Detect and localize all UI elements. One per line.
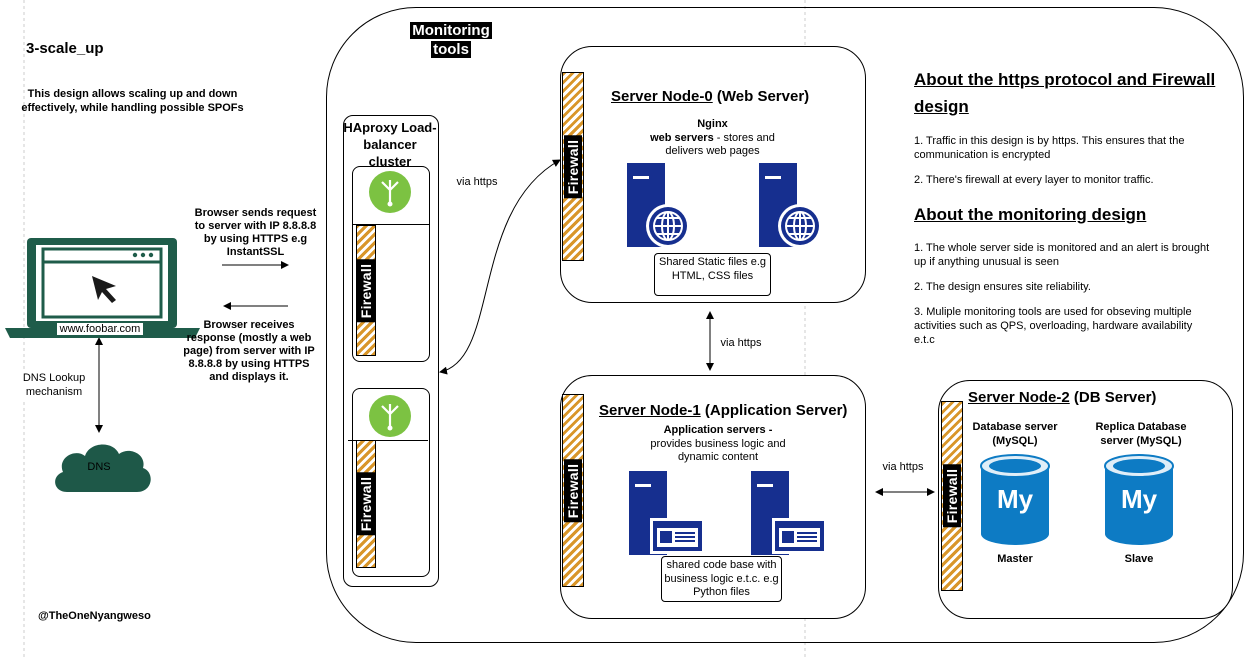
slave-label: Slave xyxy=(1124,553,1154,565)
app-node-title-rest: (Application Server) xyxy=(704,402,848,419)
cloud-icon xyxy=(49,434,155,507)
app-desc-rest: provides business logic and dynamic cont… xyxy=(650,437,786,464)
server-icon xyxy=(626,162,696,255)
load-balancer-icon xyxy=(368,394,412,443)
via-https-label: via https xyxy=(720,337,762,349)
firewall-label: Firewall xyxy=(564,135,582,198)
dns-label: DNS xyxy=(87,461,111,473)
web-desc-title: Nginx xyxy=(697,118,728,130)
app-desc-bold: Application servers - xyxy=(663,424,773,436)
page-subtitle: This design allows scaling up and down e… xyxy=(21,88,244,114)
lb-web-arrow xyxy=(439,159,561,375)
web-shared-files: Shared Static files e.g HTML, CSS files xyxy=(654,253,771,296)
divider xyxy=(352,224,430,225)
server-icon xyxy=(628,470,708,563)
monitoring-tools-label: Monitoring tools xyxy=(406,21,496,59)
app-shared-code: shared code base with business logic e.t… xyxy=(661,556,782,602)
app-node-desc: Application servers - provides business … xyxy=(643,424,793,465)
https-point-2: 2. There's firewall at every layer to mo… xyxy=(914,174,1154,186)
firewall-label: Firewall xyxy=(564,459,582,522)
firewall-app: Firewall xyxy=(562,394,584,587)
db1-label: Database server (MySQL) xyxy=(972,421,1058,447)
database-icon: My xyxy=(980,454,1050,546)
server-icon xyxy=(758,162,828,255)
db-node-title: Server Node-2 (DB Server) xyxy=(968,389,1156,406)
web-node-title: Server Node-0 (Web Server) xyxy=(611,88,809,105)
firewall-db: Firewall xyxy=(941,401,963,591)
cursor-icon xyxy=(88,272,122,311)
load-balancer-icon xyxy=(368,170,412,219)
db-node-title-rest: (DB Server) xyxy=(1073,389,1157,406)
app-node-title: Server Node-1 (Application Server) xyxy=(599,402,847,419)
web-desc-rest: - stores and delivers web pages xyxy=(665,131,775,158)
url-label: www.foobar.com xyxy=(57,323,143,335)
db2-label: Replica Database server (MySQL) xyxy=(1095,421,1187,447)
dns-lookup-label: DNS Lookup mechanism xyxy=(14,372,94,399)
https-heading: About the https protocol and Firewall de… xyxy=(914,70,1216,116)
https-point-1: 1. Traffic in this design is by https. T… xyxy=(914,135,1185,161)
web-node-title-rest: (Web Server) xyxy=(716,88,810,105)
firewall-lb-2: Firewall xyxy=(356,440,376,568)
database-icon: My xyxy=(1104,454,1174,546)
firewall-lb-1: Firewall xyxy=(356,225,376,356)
load-balancer-title: HAproxy Load-balancer cluster xyxy=(343,120,437,169)
monitoring-point-1: 1. The whole server side is monitored an… xyxy=(914,242,1210,268)
divider xyxy=(348,440,428,441)
monitoring-point-3: 3. Muliple monitoring tools are used for… xyxy=(914,306,1193,346)
web-desc-bold: web servers xyxy=(650,131,714,144)
firewall-web: Firewall xyxy=(562,72,584,261)
response-text: Browser receives response (mostly a web … xyxy=(183,319,315,383)
firewall-label: Firewall xyxy=(357,472,375,536)
monitoring-point-2: 2. The design ensures site reliability. xyxy=(914,281,1091,293)
via-https-label: via https xyxy=(456,176,498,188)
firewall-label: Firewall xyxy=(943,464,961,528)
server-icon xyxy=(750,470,830,563)
master-label: Master xyxy=(997,553,1033,565)
db-node-title-bold: Server Node-2 xyxy=(968,389,1070,406)
monitoring-tools-text: Monitoring tools xyxy=(410,22,492,58)
web-node-desc: Nginx web servers - stores and delivers … xyxy=(640,118,785,159)
app-node-title-bold: Server Node-1 xyxy=(599,402,701,419)
web-node-title-bold: Server Node-0 xyxy=(611,88,713,105)
author-label: @TheOneNyangweso xyxy=(38,610,151,622)
mysql-logo: My xyxy=(996,484,1034,514)
mysql-logo: My xyxy=(1120,484,1158,514)
firewall-label: Firewall xyxy=(357,259,375,322)
monitoring-heading: About the monitoring design xyxy=(914,205,1147,224)
monitored-container xyxy=(326,7,1244,643)
request-text: Browser sends request to server with IP … xyxy=(194,207,317,258)
page-title: 3-scale_up xyxy=(26,40,104,57)
via-https-label: via https xyxy=(882,461,924,473)
